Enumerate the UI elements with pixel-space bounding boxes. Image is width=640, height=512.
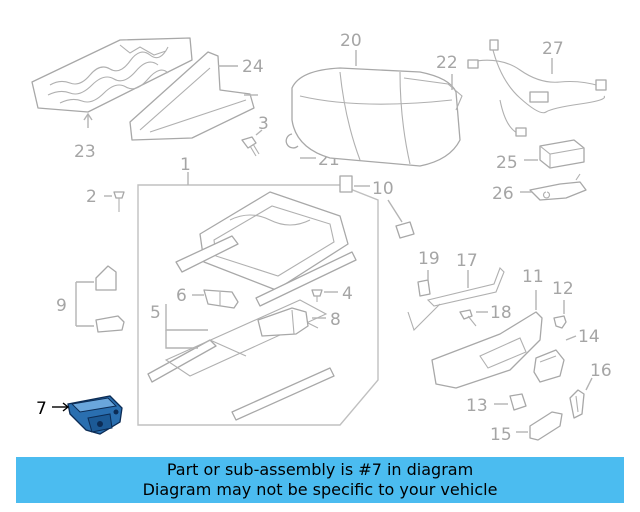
part-24-trim-panel — [129, 51, 255, 141]
callout-11: 11 — [522, 267, 544, 287]
callout-15: 15 — [490, 425, 512, 445]
callout-6: 6 — [176, 286, 187, 306]
part-7-highlighted — [67, 395, 123, 435]
callout-17: 17 — [456, 251, 478, 271]
callout-27: 27 — [542, 39, 564, 59]
callout-1: 1 — [180, 155, 191, 175]
callout-19: 19 — [418, 249, 440, 269]
banner-line-2: Diagram may not be specific to your vehi… — [142, 480, 498, 499]
part-20-seat-cushion — [291, 67, 461, 167]
part-3-bolt — [241, 136, 260, 157]
callout-14: 14 — [578, 327, 600, 347]
banner-line-1: Part or sub-assembly is #7 in diagram — [166, 460, 474, 479]
callout-4: 4 — [342, 284, 353, 304]
callout-22: 22 — [436, 53, 458, 73]
part-23-heater-mat — [31, 37, 193, 113]
callout-26: 26 — [492, 184, 514, 204]
callout-24: 24 — [242, 57, 264, 77]
callout-12: 12 — [552, 279, 574, 299]
part-14-switch — [533, 349, 565, 383]
callout-3: 3 — [258, 114, 269, 134]
callout-13: 13 — [466, 396, 488, 416]
callout-8: 8 — [330, 310, 341, 330]
part-19-clip — [417, 279, 431, 297]
callout-2: 2 — [86, 187, 97, 207]
callout-5: 5 — [150, 303, 161, 323]
callout-10: 10 — [372, 179, 394, 199]
callout-16: 16 — [590, 361, 612, 381]
part-27-wiring-harness — [467, 39, 607, 137]
part-15-handle — [529, 411, 563, 441]
callout-18: 18 — [490, 303, 512, 323]
callout-9: 9 — [56, 296, 67, 316]
seat-track-frame — [147, 191, 357, 421]
part-2-screw — [113, 191, 125, 212]
part-9-brackets — [95, 265, 125, 333]
part-4-clip — [311, 289, 323, 302]
part-13-cap — [509, 393, 527, 411]
part-6-motor — [203, 289, 239, 309]
callout-23: 23 — [74, 142, 96, 162]
part-10-bracket — [339, 175, 415, 239]
part-21-clip — [285, 133, 299, 149]
part-25-control-module — [539, 139, 585, 169]
part-18-screw — [459, 309, 477, 327]
part-17-cable — [407, 267, 505, 332]
part-22-cushion-cover — [403, 77, 463, 111]
part-16-knob — [569, 389, 585, 419]
part-12-clip — [553, 315, 567, 329]
part-26-bracket — [529, 173, 587, 201]
part-8-motor — [257, 307, 309, 337]
part-11-side-shield — [431, 311, 543, 389]
info-banner: Part or sub-assembly is #7 in diagram Di… — [16, 457, 624, 503]
callout-7: 7 — [36, 399, 47, 419]
callout-25: 25 — [496, 153, 518, 173]
parts-diagram: 23 24 3 2 1 20 22 27 — [31, 31, 612, 445]
callout-20: 20 — [340, 31, 362, 51]
